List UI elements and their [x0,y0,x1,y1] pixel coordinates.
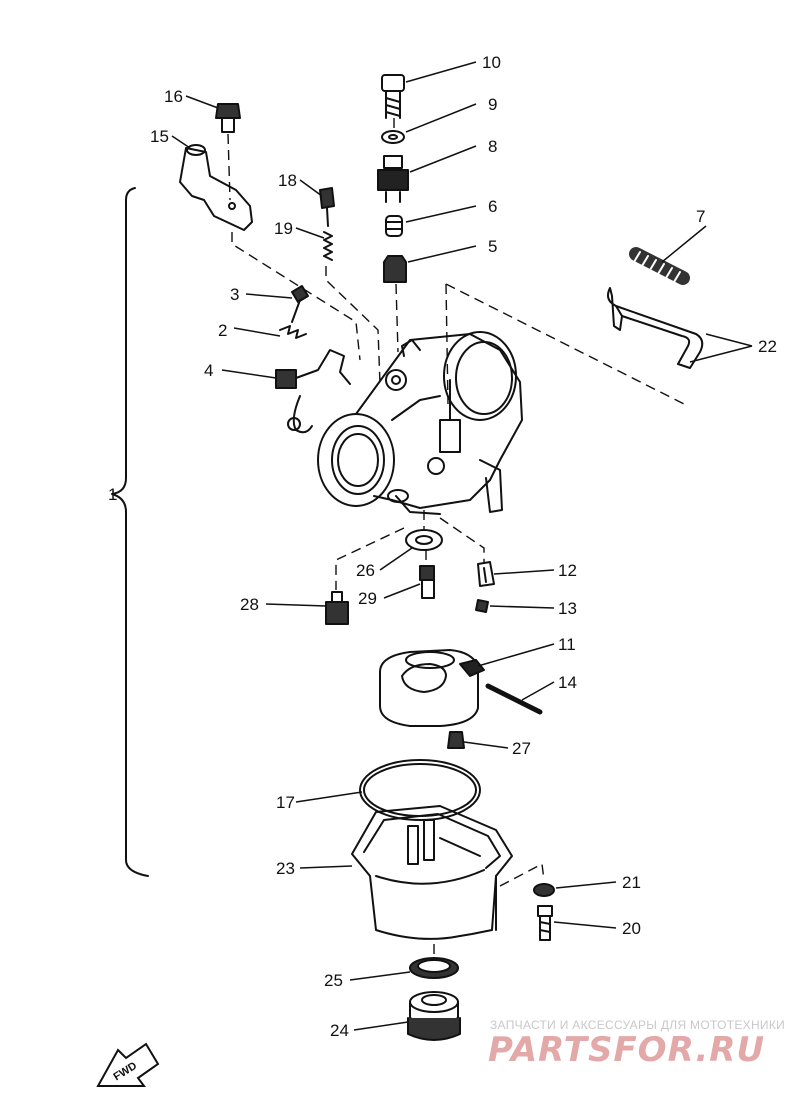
carburetor-body [317,331,523,515]
part-22-hanger [607,287,704,369]
part-3-throttle-stop-screw [291,285,309,323]
part-19-spring [323,231,333,261]
part-5-plunger [383,255,407,283]
part-4-throttle-linkage [275,349,351,434]
part-2-spring [279,325,307,339]
part-28-main-jet [325,591,349,625]
part-9-washer [381,130,405,144]
callout-26: 26 [356,561,375,580]
part-15-cable-holder [179,144,253,231]
callout-10: 10 [482,53,501,72]
part-13-clip [475,599,489,613]
callout-28: 28 [240,595,259,614]
guide-line-15 [231,232,361,361]
guide-line-5 [395,283,399,353]
callout-29: 29 [358,589,377,608]
part-23-float-bowl [351,805,513,940]
callout-13: 13 [558,599,577,618]
watermark-brand: PARTSFOR.RU [488,1030,766,1070]
part-25-o-ring [409,957,459,979]
callout-2: 2 [218,321,227,340]
part-12-pilot-jet [477,561,495,587]
callout-7: 7 [696,207,705,226]
guide-line-20 [499,862,545,887]
part-20-screw [537,905,553,941]
callout-27: 27 [512,739,531,758]
part-14-float-pin [485,683,543,715]
assembly-bracket [111,187,149,877]
guide-line-18 [325,266,381,385]
callout-1: 1 [108,485,117,504]
callout-8: 8 [488,137,497,156]
watermark-subtitle: ЗАПЧАСТИ И АКСЕССУАРЫ ДЛЯ МОТОТЕХНИКИ [490,1018,786,1032]
callout-5: 5 [488,237,497,256]
callout-14: 14 [558,673,577,692]
part-7-spring [629,247,690,285]
part-26-gasket [405,529,443,551]
part-27-needle-valve [447,731,465,749]
callout-18: 18 [278,171,297,190]
part-8-starter-valve [377,155,409,203]
callout-25: 25 [324,971,343,990]
callout-11: 11 [558,635,576,654]
callout-19: 19 [274,219,293,238]
callout-20: 20 [622,919,641,938]
part-16-screw [215,103,241,133]
part-21-washer [533,883,555,897]
part-11-float [379,649,485,727]
fwd-label: FWD [111,1060,139,1083]
callout-24: 24 [330,1021,349,1040]
callout-23: 23 [276,859,295,878]
fwd-arrow-icon: FWD [96,1042,160,1087]
part-24-drain-plug [407,991,461,1041]
part-10-bolt [381,74,405,119]
callout-9: 9 [488,95,497,114]
part-29-needle-jet [419,565,435,599]
guide-line-12 [439,517,485,562]
part-6-spring [385,215,403,237]
callout-15: 15 [150,127,169,146]
callout-21: 21 [622,873,641,892]
guide-line-26 [335,510,425,590]
callout-3: 3 [230,285,239,304]
guide-line-22 [445,283,689,407]
callout-6: 6 [488,197,497,216]
part-18-pilot-screw [319,187,335,227]
callout-16: 16 [164,87,183,106]
guide-line-16 [227,133,231,201]
callout-4: 4 [204,361,213,380]
callout-12: 12 [558,561,577,580]
callout-17: 17 [276,793,295,812]
callout-22: 22 [758,337,777,356]
